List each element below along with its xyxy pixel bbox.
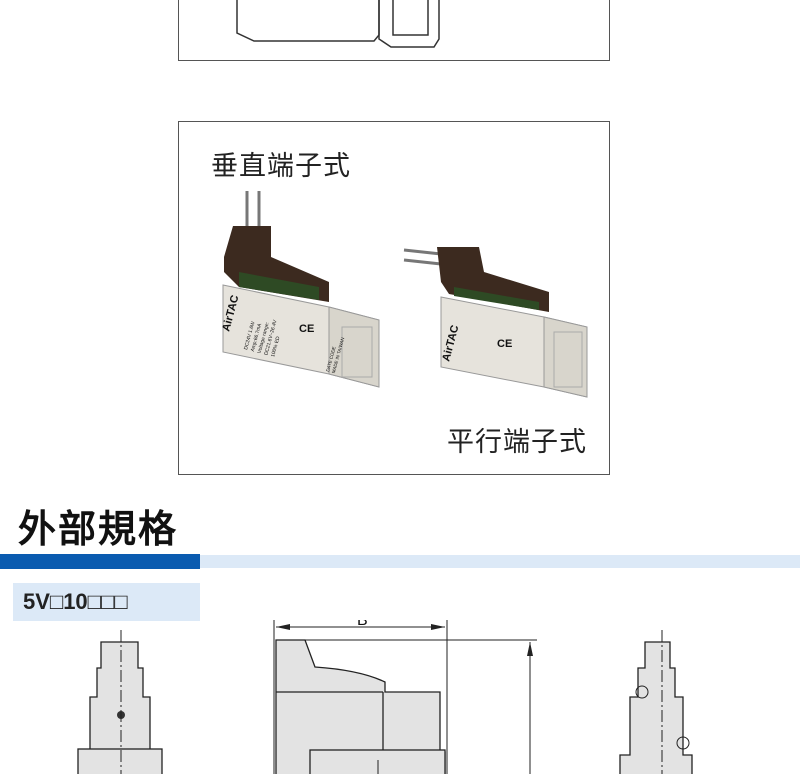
section-divider-accent — [0, 554, 200, 569]
date-code: DATE CODE — [325, 346, 337, 372]
dimension-drawings: B — [77, 620, 693, 774]
model-number: 5V□10□□□ — [23, 589, 128, 614]
model-badge: 5V□10□□□ — [13, 583, 200, 621]
front-view-drawing — [89, 641, 151, 774]
vertical-terminal-caption: 垂直端子式 — [211, 151, 351, 182]
ce-mark: CE — [497, 338, 512, 350]
product-image-frame-top — [178, 0, 610, 61]
parallel-terminal-caption: 平行端子式 — [447, 427, 587, 458]
section-title: 外部規格 — [18, 507, 179, 551]
terminal-types-frame: 垂直端子式 平行端子式 AirTAC DC24V 1.6W Amp:66.7mA… — [178, 121, 610, 475]
vertical-terminal-valve-image: AirTAC DC24V 1.6W Amp:66.7mA Voltage ran… — [220, 191, 588, 398]
dimension-b-label: B — [357, 620, 368, 629]
valve-top-illustration — [236, 0, 440, 48]
spec-line: 100% ED — [270, 335, 281, 357]
right-view-drawing — [619, 641, 693, 774]
section-divider — [200, 555, 800, 568]
ce-mark: CE — [299, 323, 314, 335]
